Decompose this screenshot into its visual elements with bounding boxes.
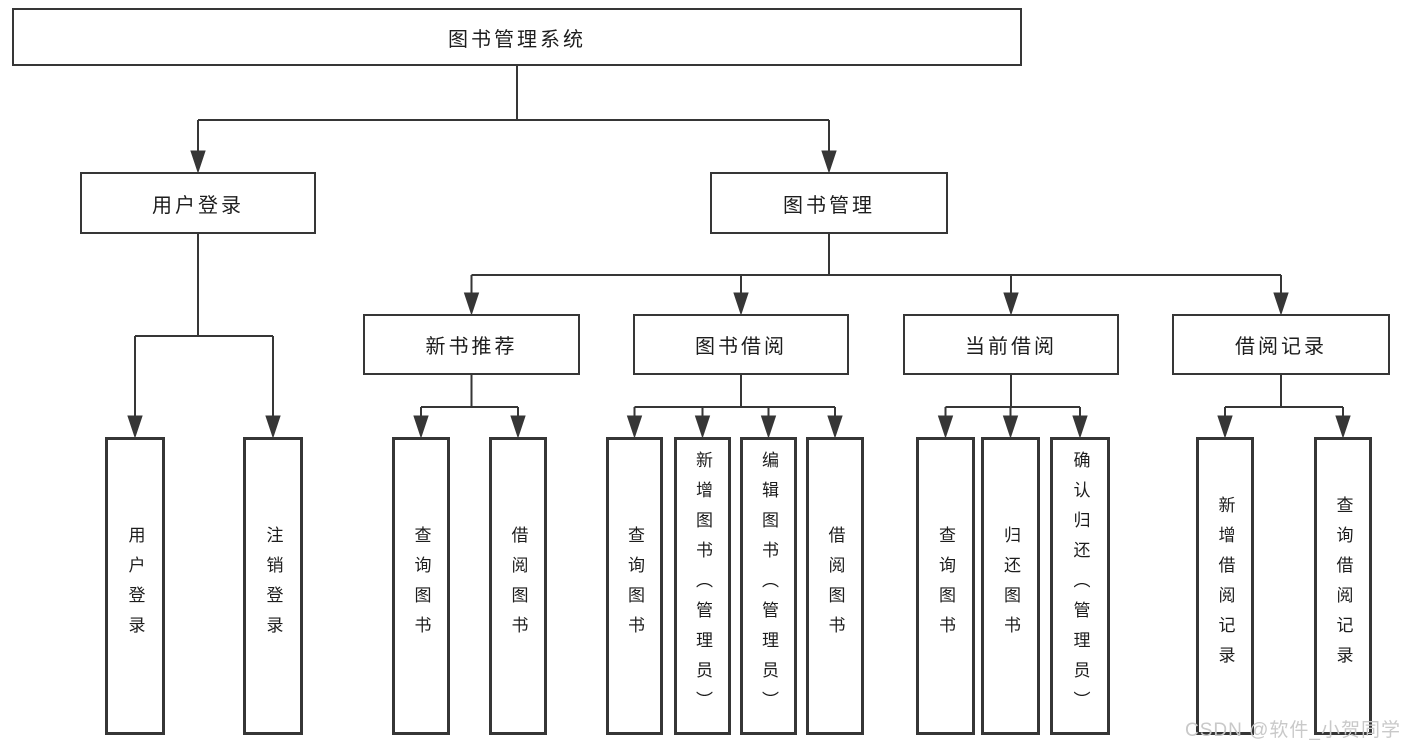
- node-new-book-recommend: 新书推荐: [363, 314, 580, 375]
- node-current-borrow: 当前借阅: [903, 314, 1119, 375]
- leaf-current-query-books: 查询图书: [916, 437, 975, 735]
- arrowheads: [127, 150, 1351, 439]
- leaf-records-query-record: 查询借阅记录: [1314, 437, 1372, 735]
- leaf-current-confirm-return-label: 确认归还（管理员）: [1070, 451, 1090, 721]
- leaf-recommend-borrow-books: 借阅图书: [489, 437, 547, 735]
- node-root-label: 图书管理系统: [448, 28, 586, 51]
- node-borrow-records: 借阅记录: [1172, 314, 1390, 375]
- leaf-user-login: 用户登录: [105, 437, 165, 735]
- leaf-current-confirm-return: 确认归还（管理员）: [1050, 437, 1110, 735]
- node-book-borrow: 图书借阅: [633, 314, 849, 375]
- leaf-logout: 注销登录: [243, 437, 303, 735]
- tree-edges: [134, 66, 1344, 418]
- node-book-management: 图书管理: [710, 172, 948, 234]
- watermark: CSDN @软件_小贺同学: [1185, 720, 1401, 741]
- leaf-borrow-borrow-books-label: 借阅图书: [825, 526, 845, 646]
- node-current-borrow-label: 当前借阅: [965, 336, 1057, 358]
- leaf-logout-label: 注销登录: [263, 526, 283, 646]
- leaf-records-query-record-label: 查询借阅记录: [1333, 496, 1353, 676]
- leaf-borrow-add-books-label: 新增图书（管理员）: [693, 451, 712, 721]
- node-borrow-records-label: 借阅记录: [1235, 336, 1327, 358]
- leaf-current-return-books: 归还图书: [981, 437, 1040, 735]
- leaf-borrow-add-books: 新增图书（管理员）: [674, 437, 731, 735]
- leaf-borrow-edit-books: 编辑图书（管理员）: [740, 437, 797, 735]
- leaf-current-return-books-label: 归还图书: [1001, 526, 1020, 646]
- node-new-book-recommend-label: 新书推荐: [425, 336, 518, 358]
- node-book-management-label: 图书管理: [783, 194, 875, 217]
- node-user-login: 用户登录: [80, 172, 316, 234]
- leaf-borrow-edit-books-label: 编辑图书（管理员）: [759, 451, 778, 721]
- node-root: 图书管理系统: [12, 8, 1022, 66]
- leaf-current-query-books-label: 查询图书: [936, 526, 955, 646]
- leaf-recommend-query-books: 查询图书: [392, 437, 450, 735]
- leaf-records-add-record-label: 新增借阅记录: [1215, 496, 1235, 676]
- leaf-recommend-borrow-books-label: 借阅图书: [508, 526, 528, 646]
- node-user-login-label: 用户登录: [152, 194, 244, 217]
- leaf-borrow-query-books-label: 查询图书: [625, 526, 644, 646]
- node-book-borrow-label: 图书借阅: [695, 336, 787, 358]
- leaf-borrow-borrow-books: 借阅图书: [806, 437, 864, 735]
- leaf-recommend-query-books-label: 查询图书: [411, 526, 431, 646]
- leaf-records-add-record: 新增借阅记录: [1196, 437, 1254, 735]
- leaf-user-login-label: 用户登录: [125, 526, 145, 646]
- leaf-borrow-query-books: 查询图书: [606, 437, 663, 735]
